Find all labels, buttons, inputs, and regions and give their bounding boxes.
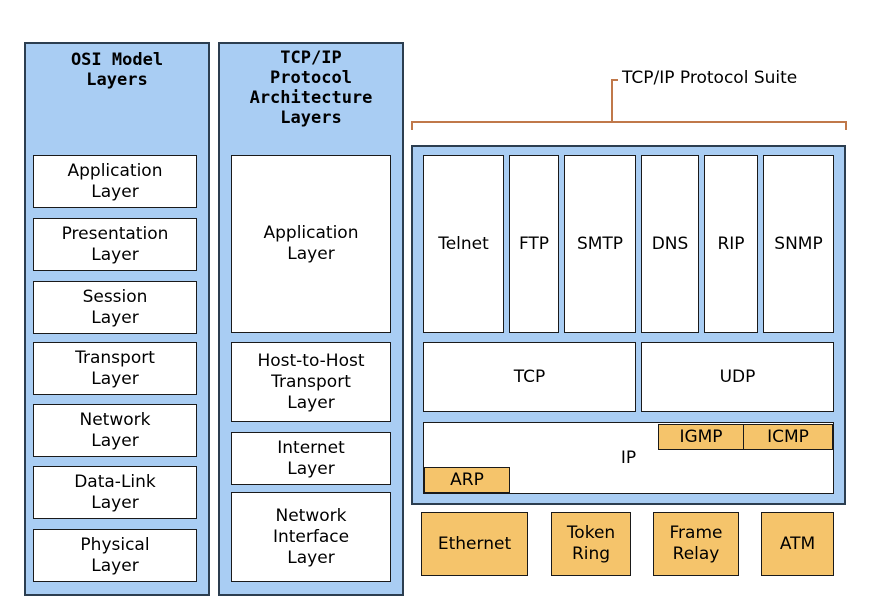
- protocol-arp: ARP: [424, 467, 510, 493]
- protocol-telnet: Telnet: [423, 155, 504, 333]
- osi-layer-data-link: Data-Link Layer: [33, 466, 197, 519]
- osi-layer-network: Network Layer: [33, 404, 197, 457]
- tcpip-layer-network-interface: Network Interface Layer: [231, 492, 391, 582]
- protocol-udp: UDP: [641, 342, 834, 412]
- tcpip-heading: TCP/IP Protocol Architecture Layers: [249, 48, 373, 128]
- tcpip-layer-internet: Internet Layer: [231, 432, 391, 485]
- protocol-ftp: FTP: [509, 155, 559, 333]
- interface-token-ring: Token Ring: [551, 512, 631, 576]
- interface-frame-relay: Frame Relay: [653, 512, 739, 576]
- protocol-snmp: SNMP: [763, 155, 834, 333]
- interface-ethernet: Ethernet: [421, 512, 528, 576]
- protocol-igmp: IGMP: [658, 424, 744, 450]
- osi-layer-application: Application Layer: [33, 155, 197, 208]
- protocol-rip: RIP: [704, 155, 758, 333]
- osi-layer-session: Session Layer: [33, 281, 197, 334]
- osi-heading: OSI Model Layers: [70, 50, 164, 90]
- tcpip-layer-transport: Host-to-Host Transport Layer: [231, 342, 391, 422]
- protocol-dns: DNS: [641, 155, 699, 333]
- tcpip-layer-application: Application Layer: [231, 155, 391, 333]
- osi-layer-transport: Transport Layer: [33, 342, 197, 395]
- protocol-smtp: SMTP: [564, 155, 636, 333]
- interface-atm: ATM: [761, 512, 834, 576]
- protocol-tcp: TCP: [423, 342, 636, 412]
- osi-layer-presentation: Presentation Layer: [33, 218, 197, 271]
- suite-label: TCP/IP Protocol Suite: [622, 68, 798, 88]
- protocol-icmp: ICMP: [743, 424, 833, 450]
- osi-layer-physical: Physical Layer: [33, 529, 197, 582]
